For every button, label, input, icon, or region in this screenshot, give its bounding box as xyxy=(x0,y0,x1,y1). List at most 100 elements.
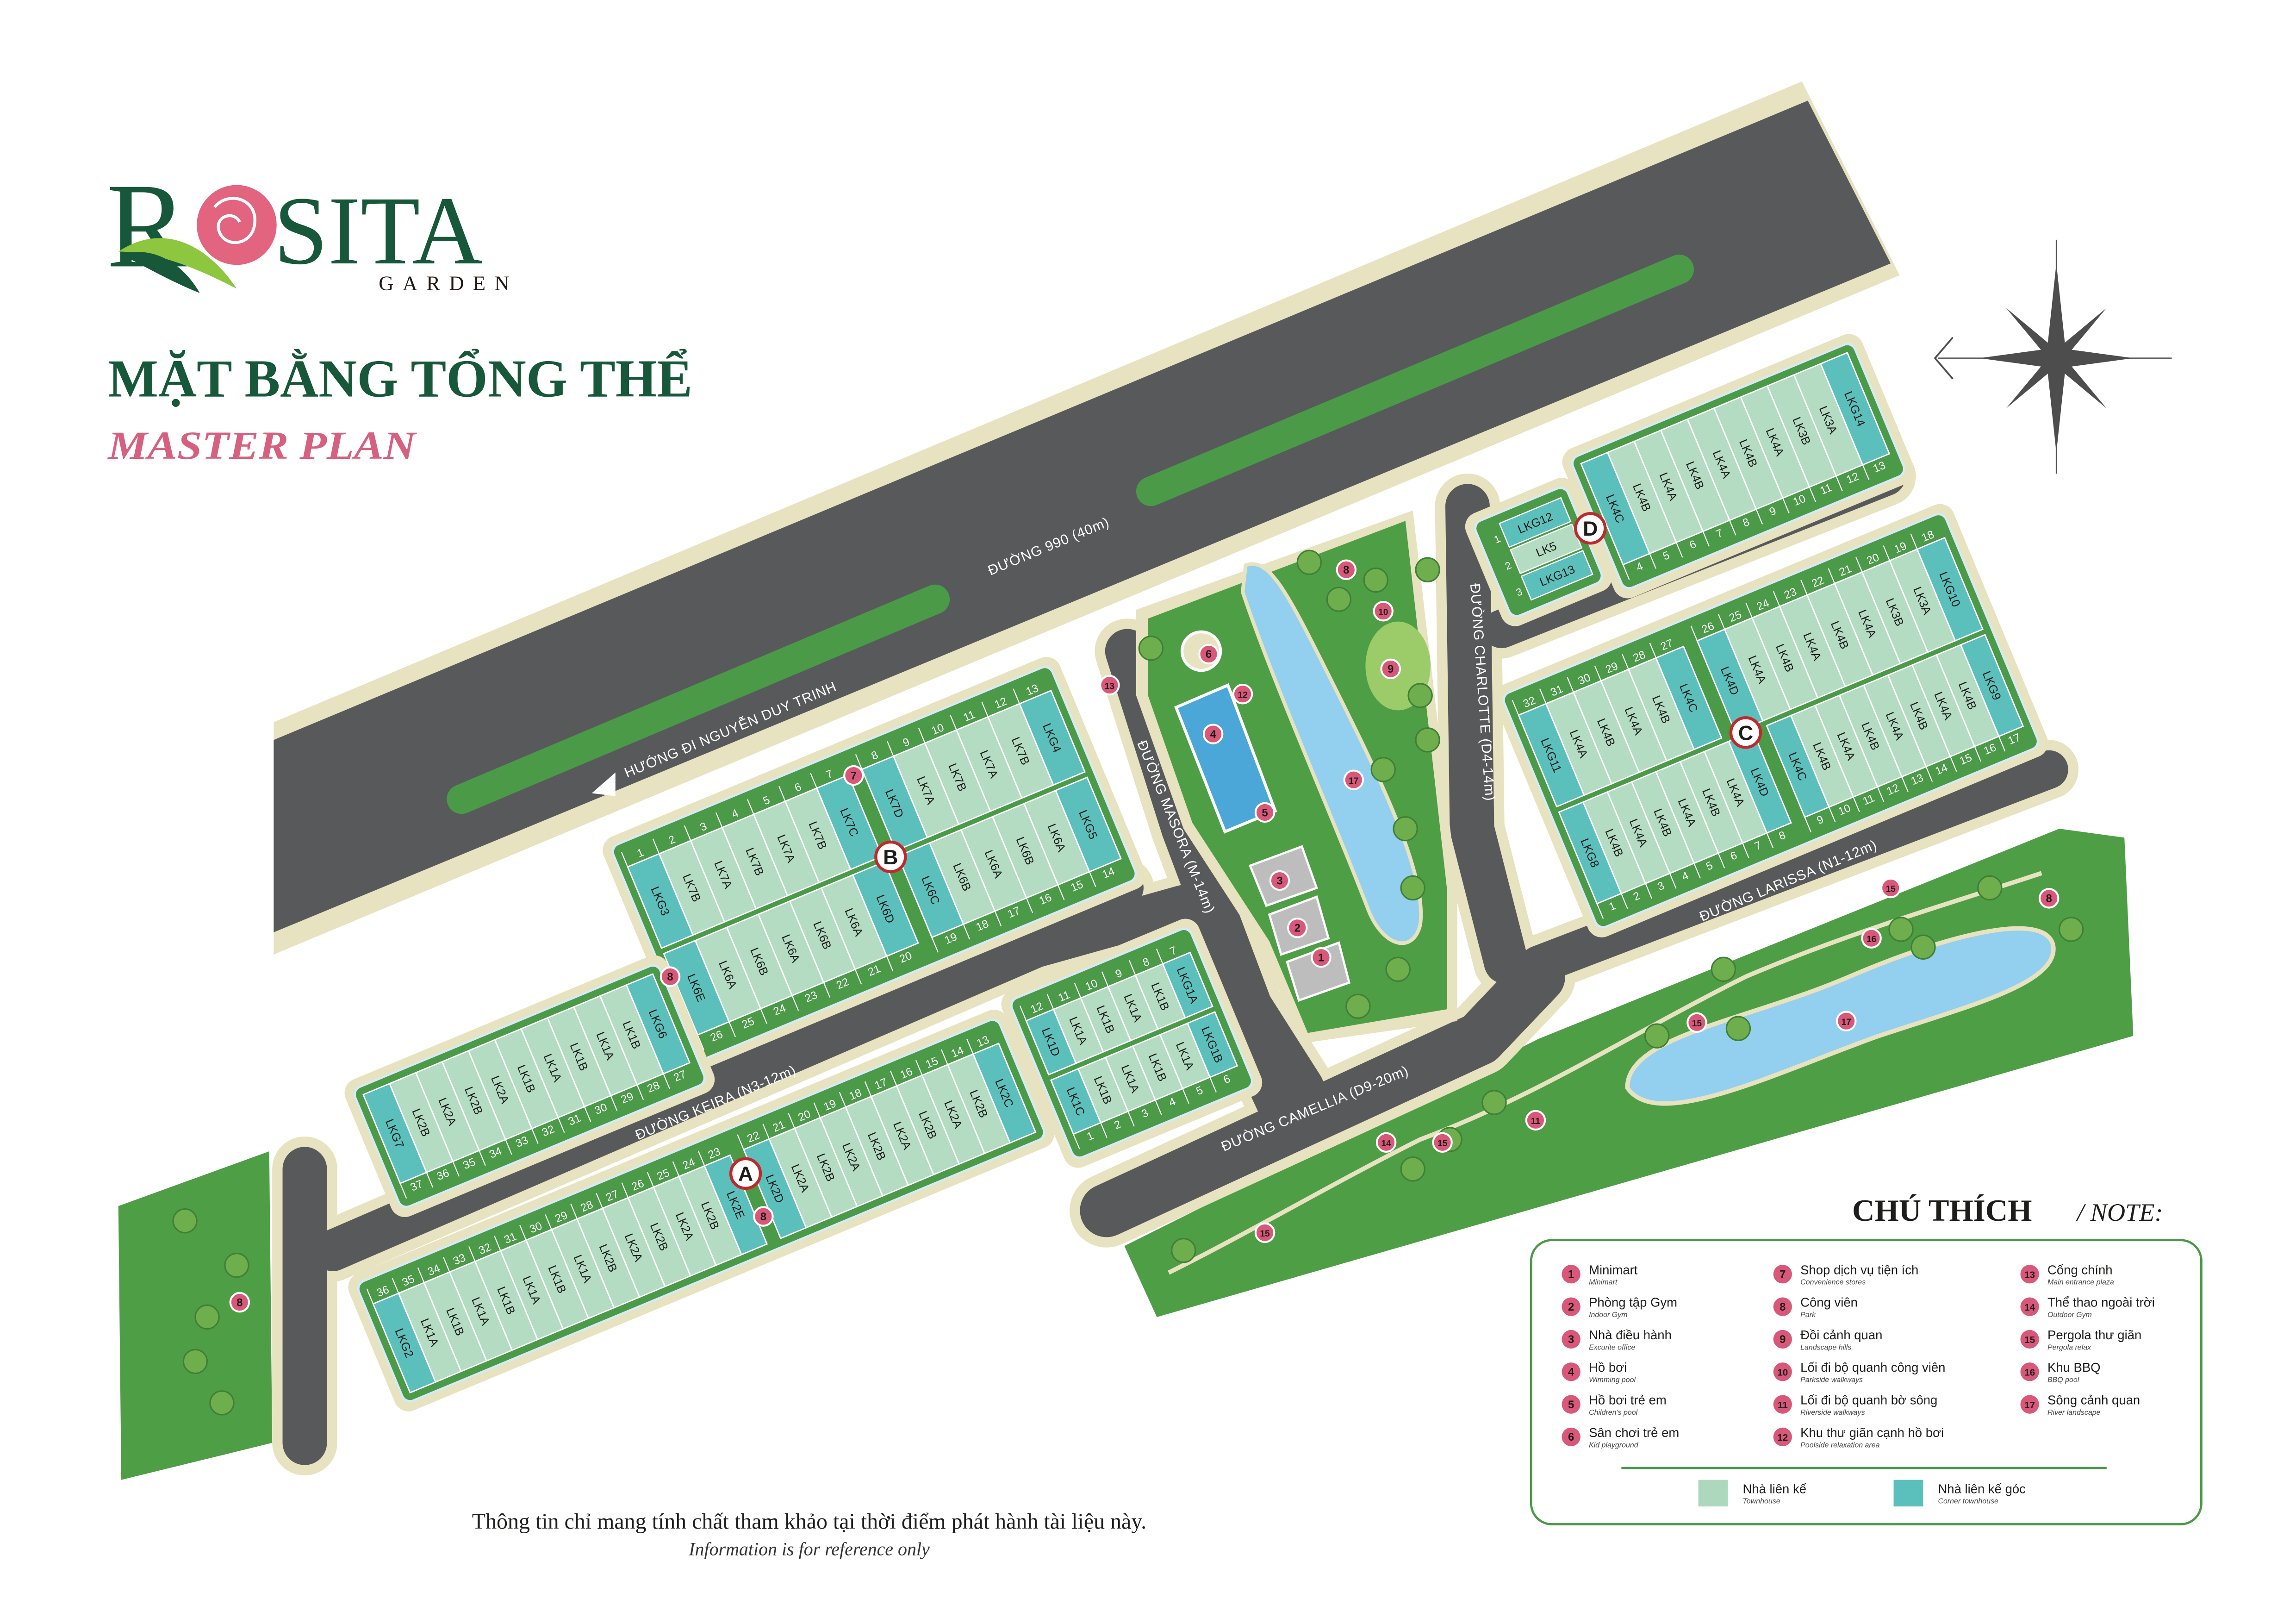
lot[interactable]: LK6B xyxy=(726,913,793,1010)
lot[interactable]: LK2B xyxy=(678,1165,743,1266)
lot[interactable]: LK4C xyxy=(1655,645,1723,750)
lot[interactable]: LK4C xyxy=(1766,714,1830,818)
amenity-marker-16[interactable]: 16 xyxy=(1861,928,1882,949)
lot[interactable]: LK4A xyxy=(1863,674,1927,778)
lot[interactable]: LK1B xyxy=(599,984,665,1086)
lot[interactable]: LK2B xyxy=(946,1053,1011,1155)
lot[interactable]: LK1D xyxy=(1025,1008,1077,1076)
lot[interactable]: LK4B xyxy=(1935,643,2000,748)
lot[interactable]: LKG4 xyxy=(1019,689,1086,786)
lot[interactable]: LK2A xyxy=(870,1085,935,1187)
lot[interactable]: LK7C xyxy=(815,774,883,870)
amenity-marker-8[interactable]: 8 xyxy=(2038,888,2060,909)
lot[interactable]: LK3B xyxy=(1766,374,1837,488)
lot[interactable]: LK1A xyxy=(1052,997,1104,1064)
amenity-marker-15[interactable]: 15 xyxy=(1686,1012,1707,1033)
lot[interactable]: LK4A xyxy=(1703,740,1768,844)
lot[interactable]: LK1A xyxy=(1107,974,1159,1042)
lot[interactable]: LK2A xyxy=(415,1061,480,1162)
lot[interactable]: LK2B xyxy=(388,1072,454,1174)
amenity-marker-13[interactable]: 13 xyxy=(1099,675,1120,696)
lot[interactable]: LK7A xyxy=(892,742,960,838)
lot[interactable]: LK1C xyxy=(1050,1068,1102,1135)
lot[interactable]: LKG11 xyxy=(1518,703,1585,808)
lot[interactable]: LK1B xyxy=(474,1249,539,1351)
lot[interactable]: LK4B xyxy=(1838,684,1903,788)
lot[interactable]: LK4B xyxy=(1627,657,1695,762)
lot[interactable]: LK7B xyxy=(784,787,852,884)
amenity-marker-17[interactable]: 17 xyxy=(1343,769,1364,790)
lot[interactable]: LK1B xyxy=(1132,1034,1184,1101)
amenity-marker-1[interactable]: 1 xyxy=(1311,947,1332,968)
lot[interactable]: LK4A xyxy=(1545,691,1613,796)
amenity-marker-2[interactable]: 2 xyxy=(1287,918,1308,938)
lot[interactable]: LK4A xyxy=(1834,571,1901,676)
zone-marker-b[interactable]: B xyxy=(874,840,907,874)
lot[interactable]: LKG7 xyxy=(362,1082,428,1185)
amenity-marker-10[interactable]: 10 xyxy=(1373,601,1394,622)
lot[interactable]: LK2A xyxy=(653,1175,717,1277)
amenity-marker-8[interactable]: 8 xyxy=(753,1206,774,1227)
lot[interactable]: LK1B xyxy=(547,1006,612,1108)
lot[interactable]: LK3B xyxy=(1861,560,1929,665)
lot[interactable]: LK7A xyxy=(753,800,820,897)
lot[interactable]: LKG6 xyxy=(625,973,691,1075)
lot[interactable]: LK6B xyxy=(928,829,996,925)
lot[interactable]: LK4B xyxy=(1606,440,1677,555)
lot[interactable]: LK1B xyxy=(1077,1056,1129,1124)
lot[interactable]: LK6E xyxy=(663,939,730,1036)
lot[interactable]: LK1A xyxy=(398,1281,462,1383)
amenity-marker-15[interactable]: 15 xyxy=(1432,1132,1453,1153)
lot[interactable]: LK4B xyxy=(1573,680,1640,785)
lot[interactable]: LKG8 xyxy=(1558,801,1622,905)
lot[interactable]: LK4B xyxy=(1630,771,1695,874)
lot[interactable]: LK2A xyxy=(768,1127,833,1229)
lot[interactable]: LK4B xyxy=(1790,704,1854,808)
lot[interactable]: LK2C xyxy=(972,1042,1037,1144)
amenity-marker-9[interactable]: 9 xyxy=(1380,658,1401,680)
lot[interactable]: LKG9 xyxy=(1960,634,2024,737)
lot[interactable]: LK6A xyxy=(1023,789,1090,886)
lot[interactable]: LK7B xyxy=(987,703,1054,799)
amenity-marker-15[interactable]: 15 xyxy=(1254,1222,1276,1243)
lot[interactable]: LKG12 xyxy=(1499,497,1572,548)
lot[interactable]: LK3A xyxy=(1889,548,1956,653)
amenity-marker-17[interactable]: 17 xyxy=(1836,1011,1857,1031)
lot[interactable]: LK5 xyxy=(1509,523,1583,575)
amenity-marker-11[interactable]: 11 xyxy=(1525,1110,1546,1131)
amenity-marker-14[interactable]: 14 xyxy=(1375,1132,1397,1153)
lot[interactable]: LK7A xyxy=(955,716,1023,812)
amenity-marker-8[interactable]: 8 xyxy=(229,1292,250,1313)
lot[interactable]: LK6D xyxy=(852,861,919,957)
lot[interactable]: LK1B xyxy=(1080,986,1132,1053)
lot[interactable]: LK4A xyxy=(1606,781,1671,885)
amenity-marker-12[interactable]: 12 xyxy=(1232,684,1253,705)
lot[interactable]: LK2D xyxy=(743,1138,807,1239)
lot[interactable]: LK4A xyxy=(1814,694,1879,798)
lot[interactable]: LKG5 xyxy=(1055,776,1122,873)
lot[interactable]: LK2B xyxy=(794,1117,858,1218)
zone-marker-d[interactable]: D xyxy=(1574,512,1607,545)
lot[interactable]: LKG14 xyxy=(1820,351,1891,466)
amenity-marker-5[interactable]: 5 xyxy=(1254,802,1276,823)
lot[interactable]: LK2B xyxy=(845,1095,909,1197)
lot[interactable]: LK6B xyxy=(789,887,856,984)
amenity-marker-3[interactable]: 3 xyxy=(1269,870,1290,891)
amenity-marker-7[interactable]: 7 xyxy=(843,765,864,786)
lot[interactable]: LK2A xyxy=(921,1063,986,1165)
amenity-marker-4[interactable]: 4 xyxy=(1202,724,1224,744)
lot[interactable]: LKG1A xyxy=(1162,951,1213,1019)
lot[interactable]: LKG10 xyxy=(1916,537,1984,642)
lot[interactable]: LK7B xyxy=(924,729,991,825)
lot[interactable]: LK3A xyxy=(1793,362,1864,477)
lot[interactable]: LK4B xyxy=(1660,418,1730,532)
zone-marker-a[interactable]: A xyxy=(729,1157,762,1190)
amenity-marker-8[interactable]: 8 xyxy=(660,966,681,987)
zone-marker-c[interactable]: C xyxy=(1729,716,1762,749)
lot[interactable]: LK7B xyxy=(721,813,789,910)
lot[interactable]: LK2A xyxy=(602,1197,666,1298)
lot[interactable]: LK4C xyxy=(1580,451,1651,566)
amenity-marker-8[interactable]: 8 xyxy=(1336,559,1357,580)
lot[interactable]: LK1A xyxy=(1104,1045,1157,1112)
lot[interactable]: LKG1B xyxy=(1186,1011,1238,1078)
